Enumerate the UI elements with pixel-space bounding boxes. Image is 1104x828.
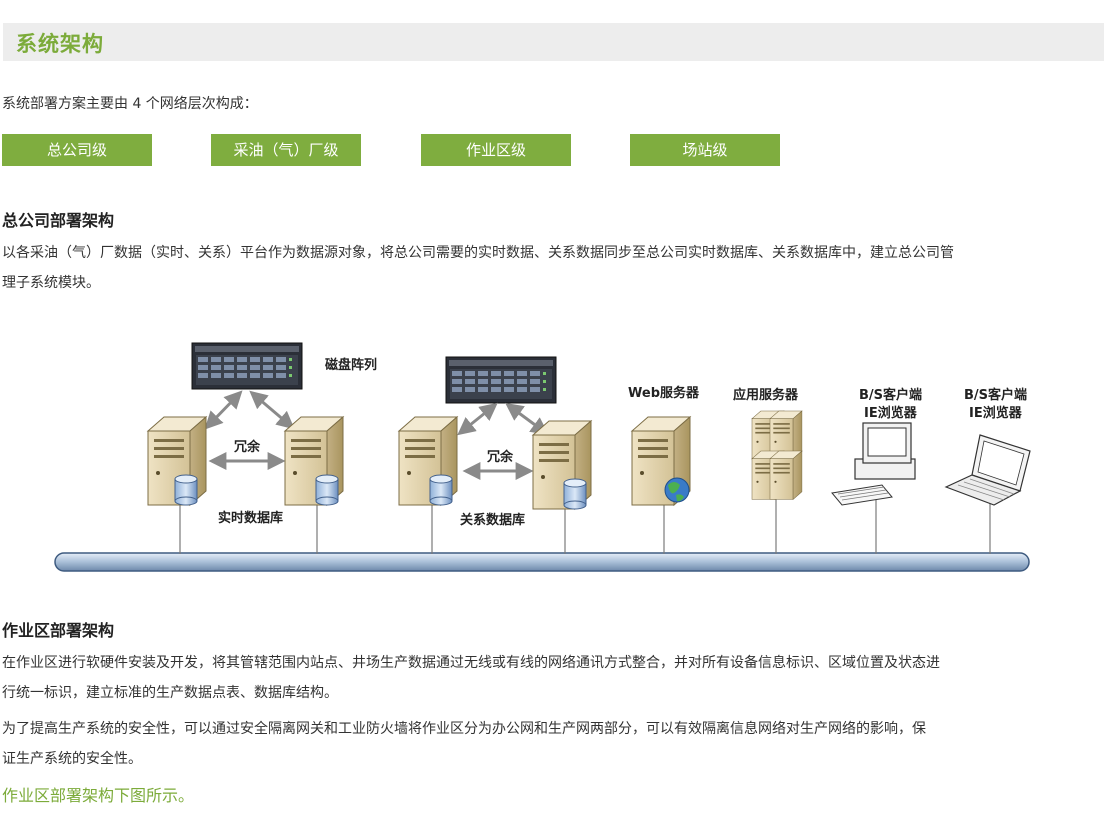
realtime-db-label: 实时数据库: [218, 510, 283, 526]
bs-client-1-line2: IE浏览器: [864, 405, 918, 421]
desktop-computer-icon: [831, 422, 916, 506]
network-bus: [54, 552, 1030, 572]
relational-db-label: 关系数据库: [460, 512, 525, 528]
disk-array-label: 磁盘阵列: [325, 357, 377, 373]
app-server-stack: [751, 410, 803, 500]
disk-array-1: [191, 342, 303, 390]
bs-client-1-line1: B/S客户端: [859, 387, 922, 403]
workarea-para2-line2: 证生产系统的安全性。: [2, 751, 142, 767]
hq-architecture-diagram: 磁盘阵列 冗余 冗余 实时数据库 关系数据库 Web服务器 应用服务器 B/S客…: [54, 342, 1031, 572]
globe-icon: [664, 477, 690, 503]
web-server-label: Web服务器: [628, 385, 700, 401]
database-icon: [429, 474, 453, 506]
bs-client-2-line1: B/S客户端: [964, 387, 1027, 403]
intro-text: 系统部署方案主要由 4 个网络层次构成：: [2, 96, 258, 112]
redundancy-label-1: 冗余: [234, 439, 261, 455]
database-icon: [315, 474, 339, 506]
database-icon: [563, 478, 587, 510]
workarea-para1-line1: 在作业区进行软硬件安装及开发，将其管辖范围内站点、井场生产数据通过无线或有线的网…: [2, 655, 940, 671]
page-title: 系统架构: [16, 32, 104, 56]
hq-paragraph-line2: 理子系统模块。: [2, 275, 100, 291]
hq-paragraph-line1: 以各采油（气）厂数据（实时、关系）平台作为数据源对象，将总公司需要的实时数据、关…: [2, 245, 954, 261]
tab-station[interactable]: 场站级: [630, 134, 780, 166]
database-icon: [174, 474, 198, 506]
redundancy-label-2: 冗余: [487, 449, 514, 465]
workarea-para2-line1: 为了提高生产系统的安全性，可以通过安全隔离网关和工业防火墙将作业区分为办公网和生…: [2, 721, 926, 737]
tab-work-area[interactable]: 作业区级: [421, 134, 571, 166]
hq-heading: 总公司部署架构: [2, 211, 115, 230]
bs-client-2-line2: IE浏览器: [969, 405, 1023, 421]
workarea-diagram-link[interactable]: 作业区部署架构下图所示。: [2, 786, 195, 805]
app-server-label: 应用服务器: [733, 387, 799, 403]
tab-headquarters[interactable]: 总公司级: [2, 134, 152, 166]
tab-oil-plant[interactable]: 采油（气）厂级: [211, 134, 361, 166]
level-tabs: 总公司级 采油（气）厂级 作业区级 场站级: [2, 134, 1002, 166]
workarea-para1-line2: 行统一标识，建立标准的生产数据点表、数据库结构。: [2, 685, 338, 701]
section-title-bar: 系统架构: [3, 23, 1104, 61]
laptop-icon: [944, 434, 1031, 506]
bus-drop-lines: [179, 495, 991, 554]
disk-array-2: [445, 356, 557, 404]
workarea-heading: 作业区部署架构: [2, 621, 115, 640]
